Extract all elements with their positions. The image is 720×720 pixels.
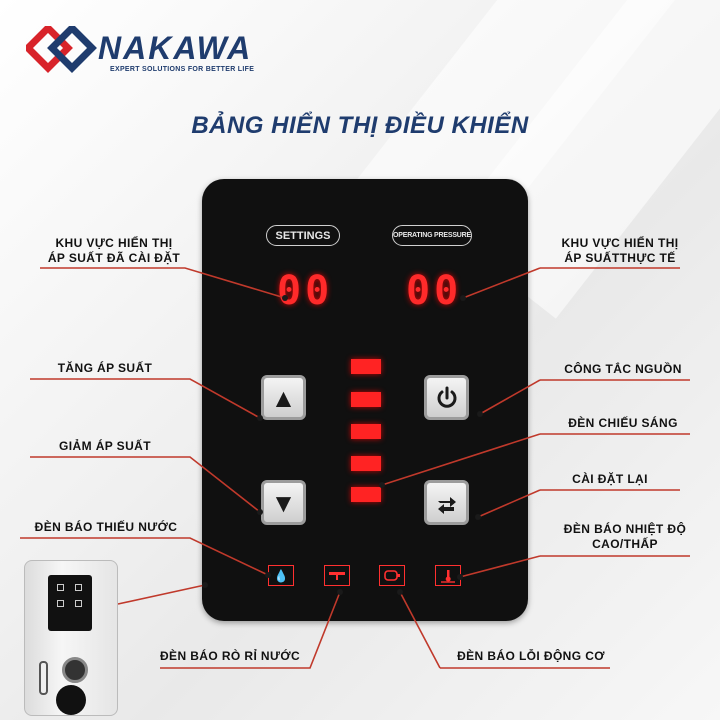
device-screen [48, 575, 92, 631]
label-set-pressure-area: KHU VỰC HIỂN THỊ ÁP SUẤT ĐÃ CÀI ĐẶT [47, 236, 181, 265]
label-motor-fault: ĐÈN BÁO LỖI ĐỘNG CƠ [457, 649, 605, 663]
operating-pressure-display: 00 [406, 268, 463, 314]
device-knob [56, 685, 86, 715]
label-increase-pressure: TĂNG ÁP SUẤT [57, 361, 153, 375]
water-drop-icon: 💧 [273, 568, 289, 583]
light-bar-3 [351, 424, 381, 439]
pipe-leak-icon [329, 571, 345, 580]
label-decrease-pressure: GIẢM ÁP SUẤT [59, 439, 151, 453]
motor-icon [384, 570, 400, 581]
reset-arrows-icon [437, 496, 456, 514]
label-light: ĐÈN CHIẾU SÁNG [568, 416, 678, 430]
device-button [57, 584, 64, 591]
control-panel: SETTINGS OPERATING PRESSURE 00 00 ▲ ▼ 💧 [202, 179, 528, 621]
device-thumbnail [24, 560, 118, 716]
leak-indicator [324, 565, 350, 586]
label-actual-pressure-area: KHU VỰC HIỂN THỊ ÁP SUẤTTHỰC TẾ [561, 236, 679, 265]
triangle-up-icon: ▲ [270, 382, 297, 413]
light-bar-4 [351, 456, 381, 471]
brand-name: NAKAWA [98, 30, 253, 66]
settings-tag: SETTINGS [266, 225, 340, 246]
device-side-slot [39, 661, 48, 695]
label-power-switch: CÔNG TẮC NGUỒN [564, 362, 682, 376]
light-bar-5 [351, 487, 381, 502]
brand-tagline: EXPERT SOLUTIONS FOR BETTER LIFE [110, 66, 255, 73]
light-bar-1 [351, 359, 381, 374]
operating-pressure-tag: OPERATING PRESSURE [392, 225, 472, 246]
page-title: BẢNG HIỂN THỊ ĐIỀU KHIỂN [191, 112, 529, 139]
label-temperature: ĐÈN BÁO NHIỆT ĐỘ CAO/THẤP [563, 522, 687, 551]
device-button [75, 600, 82, 607]
device-button [75, 584, 82, 591]
decrease-pressure-button[interactable]: ▼ [261, 480, 306, 525]
motor-fault-indicator [379, 565, 405, 586]
device-gauge-icon [62, 657, 88, 683]
power-icon [437, 386, 456, 408]
device-button [57, 600, 64, 607]
label-low-water: ĐÈN BÁO THIẾU NƯỚC [34, 520, 178, 534]
triangle-down-icon: ▼ [270, 487, 297, 518]
thermometer-icon [441, 569, 455, 583]
light-bar-2 [351, 392, 381, 407]
reset-button[interactable] [424, 480, 469, 525]
settings-pressure-display: 00 [277, 268, 334, 314]
label-leak: ĐÈN BÁO RÒ RỈ NƯỚC [159, 649, 301, 663]
power-button[interactable] [424, 375, 469, 420]
nakawa-logo-icon [26, 26, 97, 73]
label-reset: CÀI ĐẶT LẠI [572, 472, 648, 486]
increase-pressure-button[interactable]: ▲ [261, 375, 306, 420]
